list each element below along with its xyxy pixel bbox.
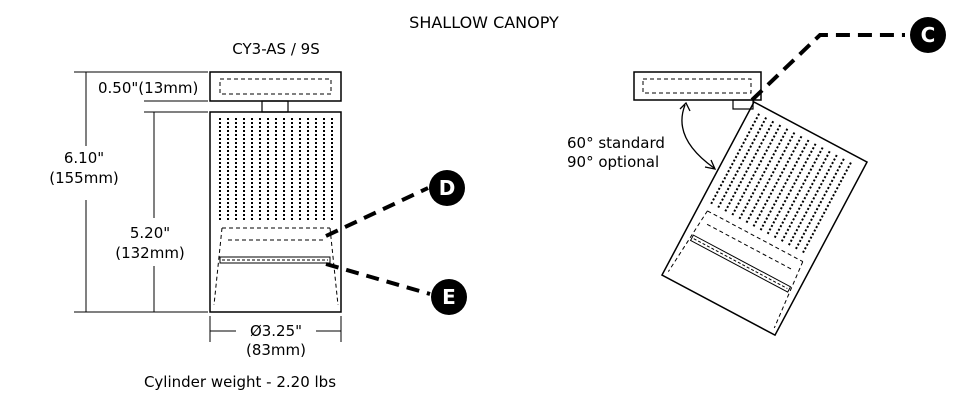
diameter-in: Ø3.25" [250, 322, 302, 340]
tilted-dot-matrix [710, 113, 852, 254]
callout-e-letter: E [442, 285, 456, 309]
dot-column [724, 120, 775, 212]
dot-column [766, 143, 817, 235]
tilted-cylinder-outline [660, 100, 869, 337]
dot-column [731, 124, 782, 216]
overall-height-in: 6.10" [64, 149, 104, 167]
front-view [209, 71, 342, 313]
dot-column [717, 117, 768, 209]
model-label: CY3-AS / 9S [232, 40, 319, 58]
led-dot-matrix [219, 118, 333, 220]
canopy-outline [209, 71, 342, 102]
dot-column [795, 158, 845, 250]
dot-column [745, 132, 796, 224]
dot-column [710, 113, 760, 205]
callout-e: E [431, 279, 467, 315]
cylinder-height-in: 5.20" [130, 224, 170, 242]
overall-height-mm: (155mm) [49, 169, 119, 187]
dot-column [752, 135, 803, 227]
callout-c-badge [910, 17, 946, 53]
canopy-inner [219, 78, 332, 95]
cylinder-height-mm: (132mm) [115, 244, 185, 262]
dot-column [759, 139, 810, 231]
dot-column [773, 147, 824, 239]
callout-c: C [910, 17, 946, 53]
dimension-lines [74, 71, 342, 342]
tilted-view [633, 71, 869, 337]
callout-d-badge [429, 170, 465, 206]
cylinder-weight: Cylinder weight - 2.20 lbs [144, 373, 336, 391]
tilted-cylinder [660, 100, 869, 337]
callout-e-badge [431, 279, 467, 315]
tilt-standard: 60° standard [567, 134, 665, 152]
callout-c-letter: C [921, 23, 936, 47]
drawing-title: SHALLOW CANOPY [409, 13, 559, 32]
callout-d: D [429, 170, 465, 206]
tilt-mount [732, 99, 754, 110]
dot-column [802, 162, 852, 254]
cylinder-outline [209, 111, 342, 313]
callout-c-leader [750, 33, 905, 102]
dot-column [780, 150, 831, 242]
lens-bar [219, 256, 331, 264]
tilt-arc [681, 104, 715, 169]
callout-d-letter: D [439, 176, 456, 200]
diameter-mm: (83mm) [246, 341, 306, 359]
dot-column [788, 154, 838, 246]
stem [261, 100, 289, 113]
canopy-height-label: 0.50"(13mm) [98, 79, 198, 97]
tilted-canopy [633, 71, 762, 101]
callout-leaders-de [325, 186, 431, 296]
tilt-optional: 90° optional [567, 153, 659, 171]
dot-column [738, 128, 789, 220]
